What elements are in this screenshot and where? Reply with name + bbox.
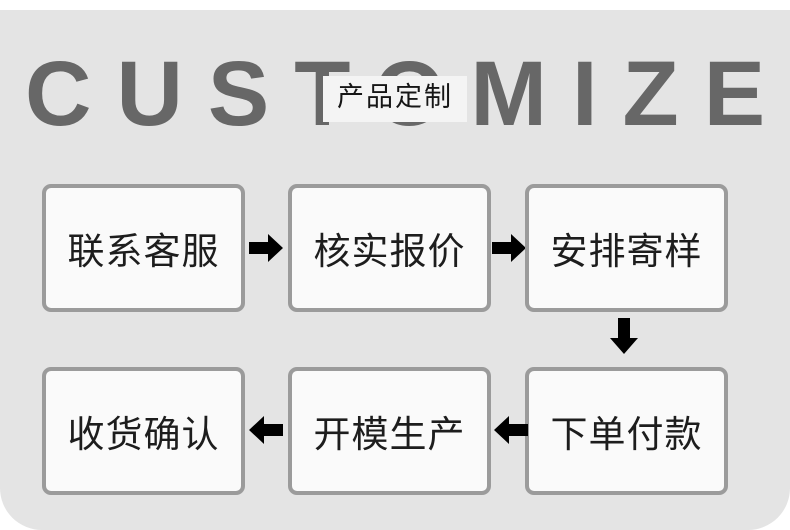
flow-step-6-label: 收货确认 [67,413,220,456]
flow-step-5-label: 开模生产 [313,413,466,456]
arrow-right-icon-2 [492,232,526,264]
flow-step-6[interactable]: 收货确认 [42,367,245,495]
arrow-down-icon-1 [608,318,640,354]
title-overlay-badge: 产品定制 [323,76,467,122]
flow-step-2-label: 核实报价 [313,230,466,273]
customize-poster: CUSTOMIZE 产品定制 联系客服 核实报价 安排寄样 下单付款 开模生产 [0,10,790,530]
flow-step-1[interactable]: 联系客服 [42,184,245,312]
flow-step-1-label: 联系客服 [67,230,220,273]
flow-step-4[interactable]: 下单付款 [525,367,728,495]
title-band: CUSTOMIZE 产品定制 [0,36,790,152]
flow-step-3-label: 安排寄样 [550,230,703,273]
arrow-left-icon-2 [249,414,283,446]
flow-step-5[interactable]: 开模生产 [288,367,491,495]
flow-step-3[interactable]: 安排寄样 [525,184,728,312]
arrow-left-icon-1 [494,414,528,446]
flow-step-4-label: 下单付款 [550,413,703,456]
flow-step-2[interactable]: 核实报价 [288,184,491,312]
arrow-right-icon-1 [249,232,283,264]
